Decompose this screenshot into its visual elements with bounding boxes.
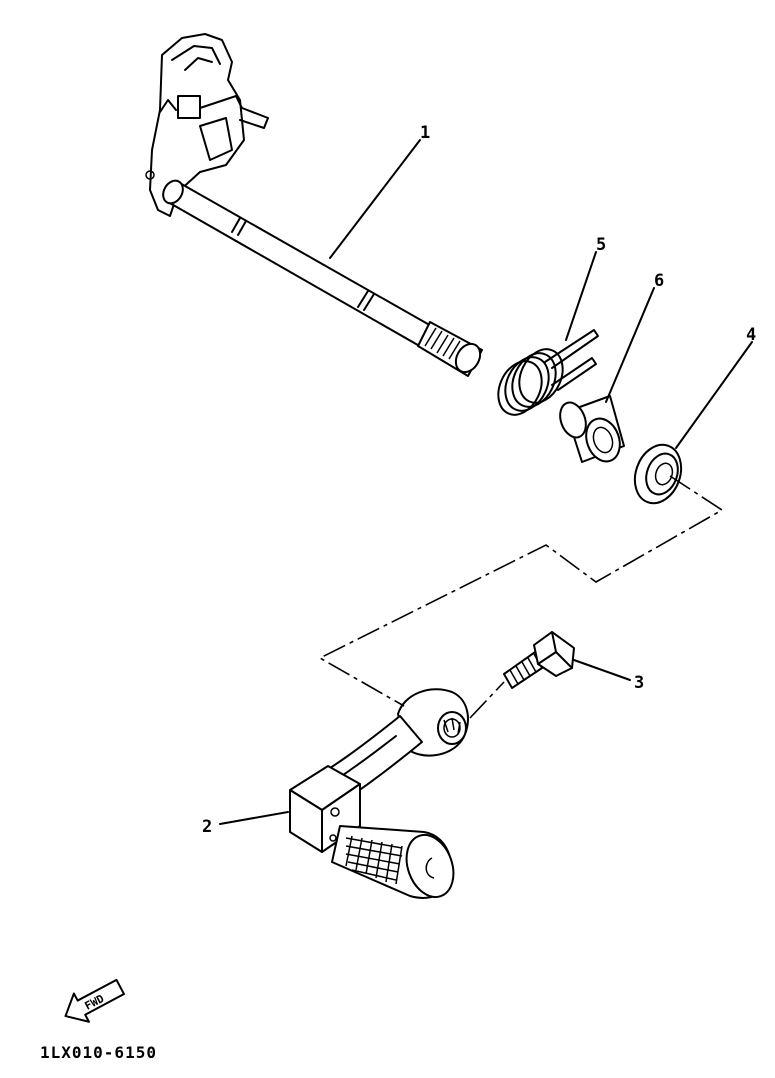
drawing-code: 1LX010-6150: [40, 1043, 157, 1062]
collar-icon: [559, 395, 625, 463]
shift-pedal-icon: [289, 688, 469, 899]
callout-1: 1: [420, 123, 430, 143]
callout-4: 4: [746, 325, 756, 345]
shift-shaft-icon: [145, 33, 483, 377]
bolt-icon: [503, 631, 575, 689]
torsion-spring-icon: [497, 329, 599, 416]
leader-line-6: [605, 287, 655, 403]
leader-line-3: [573, 659, 631, 681]
callout-6: 6: [654, 271, 664, 291]
fwd-arrow-icon: FWD: [64, 978, 126, 1023]
leader-line-2: [219, 811, 289, 825]
leader-line-4: [675, 341, 753, 449]
assembly-lines: [318, 475, 724, 719]
leader-line-5: [565, 251, 597, 341]
oil-seal-icon: [633, 443, 683, 505]
leader-line-1: [329, 139, 421, 259]
callout-3: 3: [634, 673, 644, 693]
leader-lines: [219, 139, 753, 825]
callout-2: 2: [202, 817, 212, 837]
callout-5: 5: [596, 235, 606, 255]
